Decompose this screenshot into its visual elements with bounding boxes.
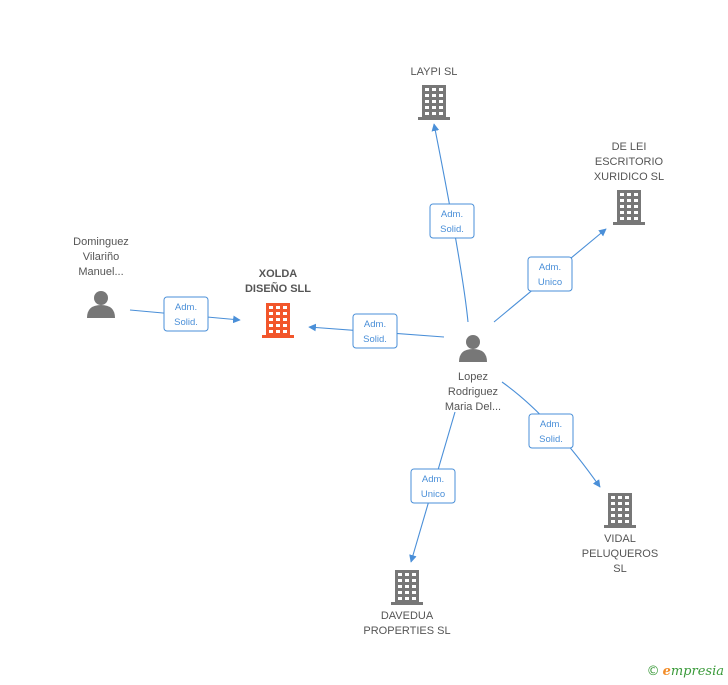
- edge-label-text: Solid.: [363, 334, 387, 345]
- node-label: DISEÑO SLL: [245, 282, 311, 295]
- edge-label-text: Adm.: [540, 419, 562, 430]
- node-label: XURIDICO SL: [594, 171, 664, 183]
- empresia-logo[interactable]: ©empresia: [647, 664, 724, 679]
- edge-lopez-vidal: Adm. Solid.: [501, 381, 601, 488]
- edge-lopez-delei: Adm. Unico: [493, 228, 607, 323]
- edge-label-text: Unico: [421, 489, 445, 500]
- edge-label-text: Solid.: [440, 224, 464, 235]
- person-icon: [459, 335, 487, 362]
- edge-label-text: Solid.: [539, 434, 563, 445]
- brand-initial: e: [662, 664, 671, 679]
- node-label: Lopez: [458, 371, 488, 383]
- edge-label-text: Unico: [538, 277, 562, 288]
- node-label: Maria Del...: [445, 401, 501, 413]
- edge-label-text: Adm.: [364, 319, 386, 330]
- node-label: XOLDA: [259, 268, 298, 280]
- edge-lopez-laypi: Adm. Solid.: [429, 123, 475, 323]
- node-label: PELUQUEROS: [582, 548, 658, 560]
- node-label: VIDAL: [604, 533, 636, 545]
- edge-label-text: Adm.: [422, 474, 444, 485]
- edge-label-box[interactable]: [410, 468, 456, 504]
- node-label: PROPERTIES SL: [363, 625, 450, 637]
- node-label: Manuel...: [78, 266, 123, 278]
- node-label: Dominguez: [73, 236, 129, 248]
- edge-lopez-xolda: Adm. Solid.: [308, 313, 445, 349]
- copyright-symbol: ©: [646, 664, 660, 679]
- node-davedua[interactable]: DAVEDUA PROPERTIES SL: [363, 570, 451, 637]
- edge-label-box[interactable]: [528, 413, 574, 449]
- edge-label-box[interactable]: [163, 296, 209, 332]
- building-icon: [604, 493, 636, 528]
- building-icon: [262, 303, 294, 338]
- node-delei[interactable]: DE LEI ESCRITORIO XURIDICO SL: [594, 141, 664, 225]
- node-xolda[interactable]: XOLDA DISEÑO SLL: [245, 268, 311, 338]
- edge-label-text: Adm.: [539, 262, 561, 273]
- node-label: DE LEI: [612, 141, 647, 153]
- building-icon: [391, 570, 423, 605]
- edge-dominguez-xolda: Adm. Solid.: [129, 296, 241, 332]
- edge-label-box[interactable]: [352, 313, 398, 349]
- node-label: LAYPI SL: [411, 66, 458, 78]
- edge-line: [431, 123, 469, 323]
- building-icon: [613, 190, 645, 225]
- edge-label-text: Adm.: [175, 302, 197, 313]
- node-laypi[interactable]: LAYPI SL: [411, 66, 458, 120]
- person-icon: [87, 291, 115, 318]
- node-label: DAVEDUA: [381, 610, 434, 622]
- node-dominguez[interactable]: DominguezVilariñoManuel...: [73, 236, 129, 318]
- edge-lopez-davedua: Adm. Unico: [409, 411, 456, 563]
- node-label: ESCRITORIO: [595, 156, 664, 168]
- node-label: SL: [613, 563, 626, 575]
- building-icon: [418, 85, 450, 120]
- edge-label-text: Adm.: [441, 209, 463, 220]
- edge-label-text: Solid.: [174, 317, 198, 328]
- node-label: Rodriguez: [448, 386, 498, 398]
- node-label: Vilariño: [83, 251, 120, 263]
- edge-label-box[interactable]: [527, 256, 573, 292]
- edge-label-box[interactable]: [429, 203, 475, 239]
- brand-name: mpresia: [670, 664, 724, 679]
- node-vidal[interactable]: VIDAL PELUQUEROS SL: [582, 493, 658, 575]
